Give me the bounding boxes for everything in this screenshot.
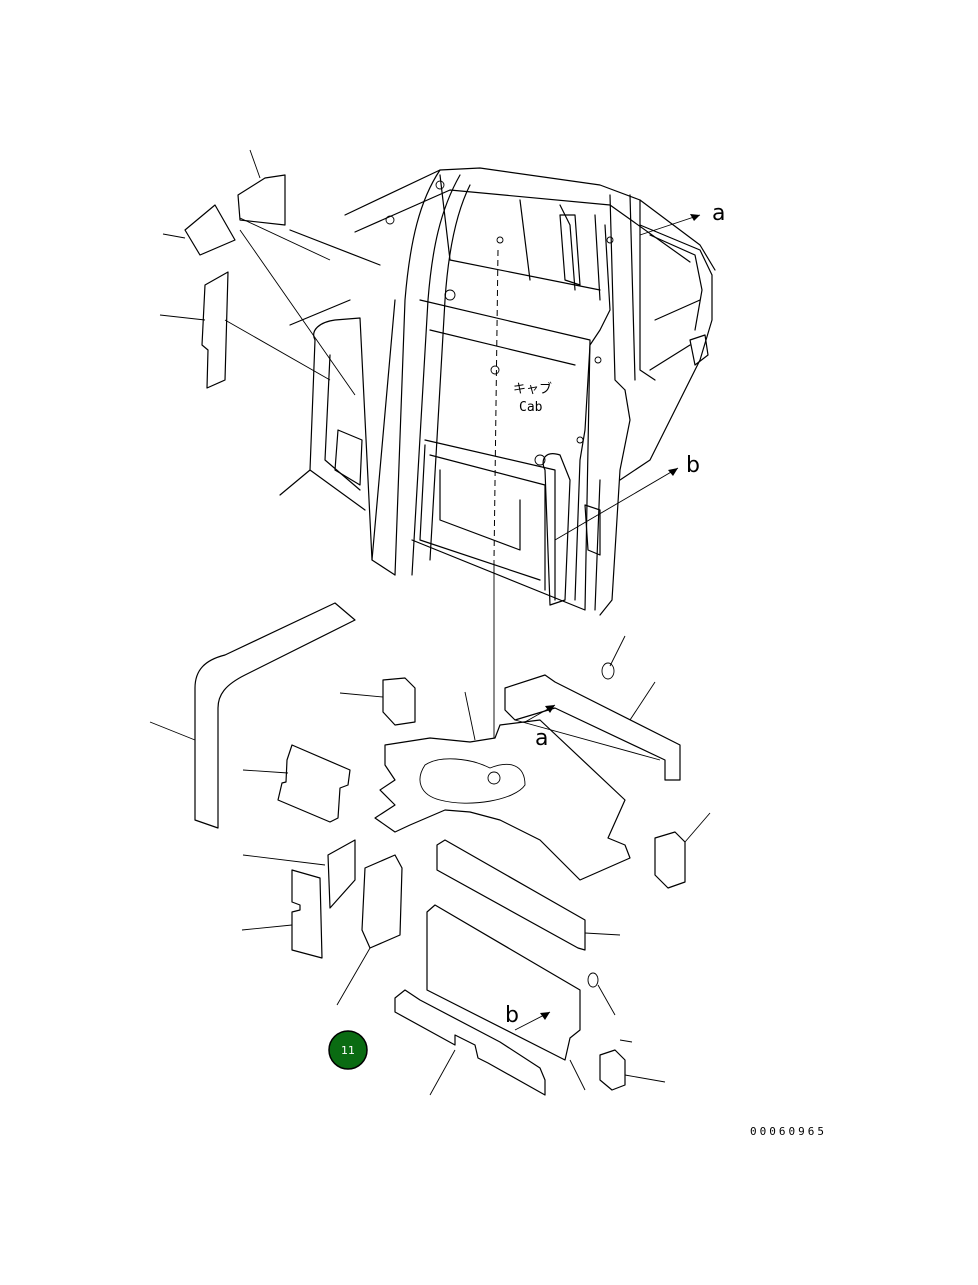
reference-code: 00060965 — [750, 1125, 827, 1138]
arrow-label-a-top: a — [712, 201, 725, 226]
loose-parts — [149, 602, 711, 1096]
arrow-label-b-bottom: b — [505, 1003, 519, 1028]
callout-bubble-11[interactable]: 11 — [328, 1030, 368, 1070]
callout-circle[interactable] — [328, 1030, 368, 1070]
arrow-label-a-bottom: a — [535, 726, 548, 751]
arrow-label-b-top: b — [686, 453, 700, 478]
callout-number: 11 — [341, 1044, 355, 1057]
cab-label-english: Cab — [519, 400, 543, 415]
direction-arrows: a b a b — [505, 201, 725, 1031]
cab-label-japanese: キャブ — [513, 381, 552, 397]
cab-trim-panels — [159, 149, 356, 396]
cab-structure — [279, 167, 716, 740]
